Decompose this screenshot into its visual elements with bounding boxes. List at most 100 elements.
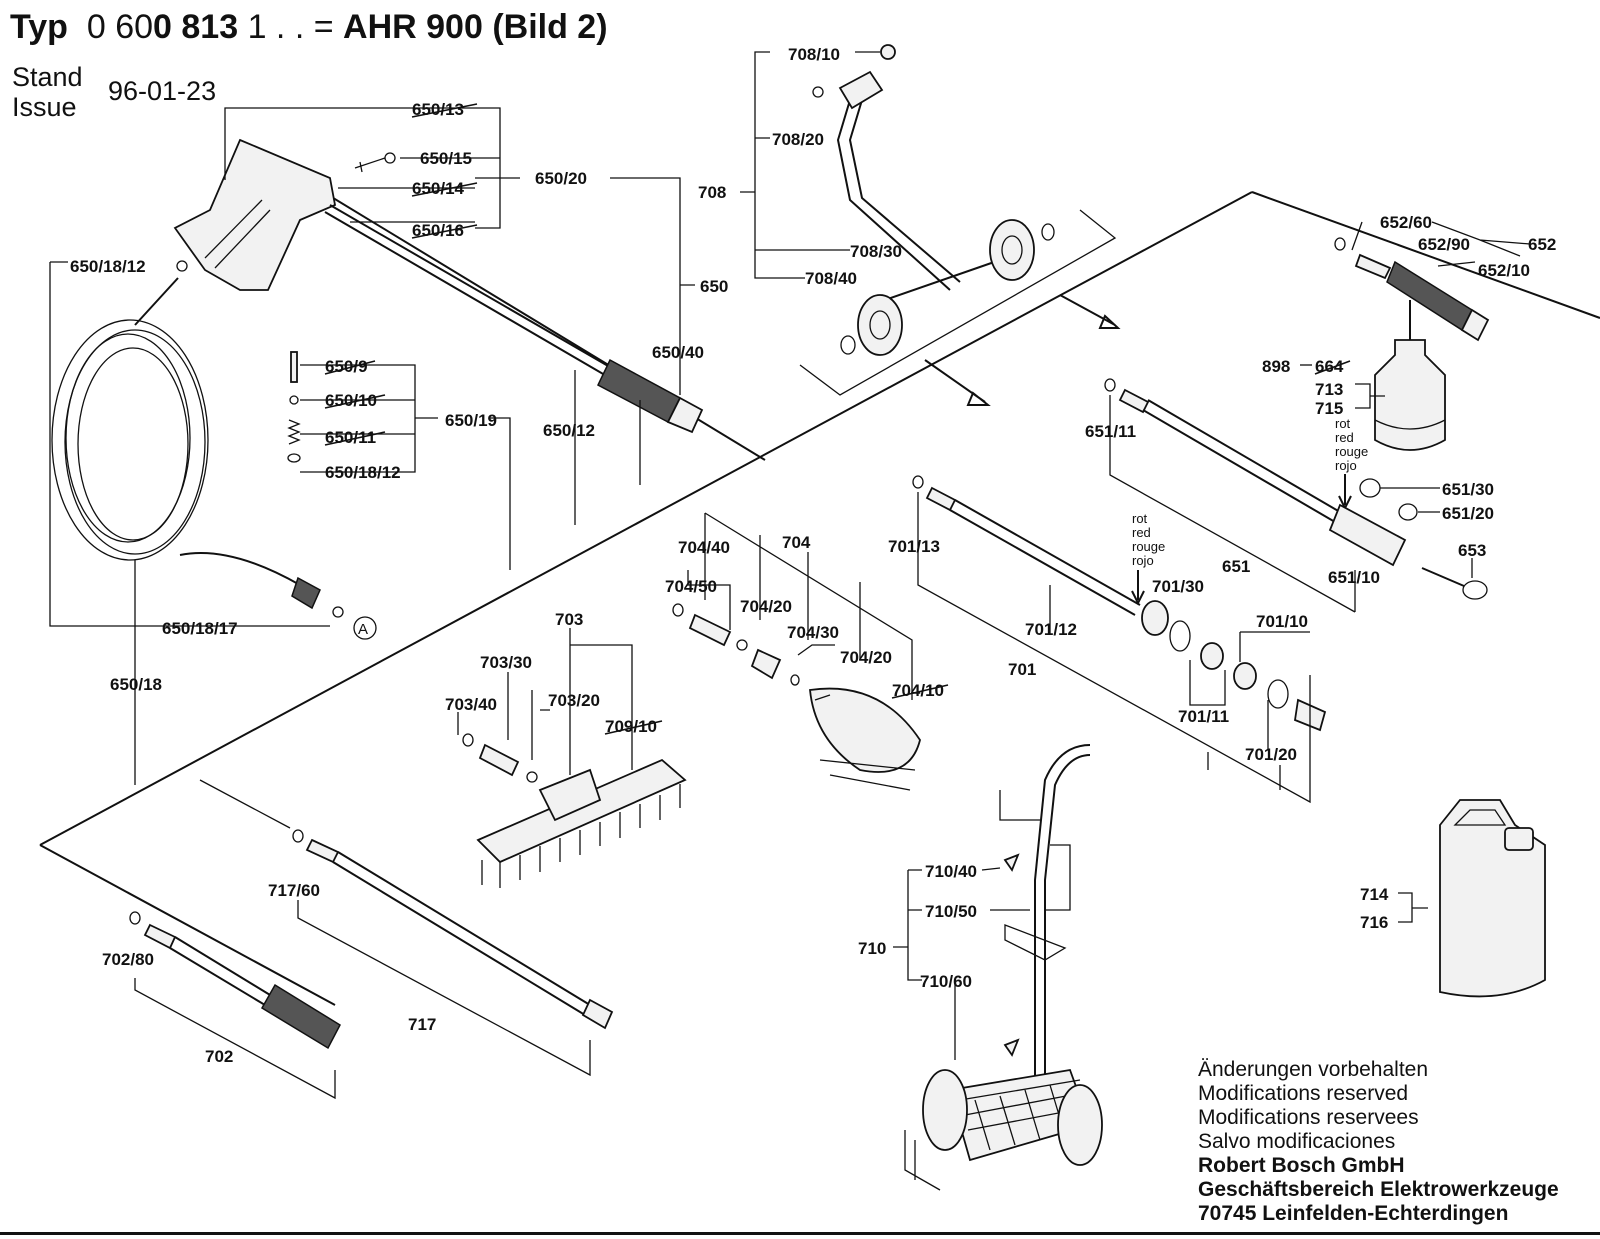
- leader-710: [893, 869, 922, 981]
- label-650-15: 650/15: [420, 149, 472, 168]
- label-710-40: 710/40: [925, 862, 977, 881]
- product-name: AHR 900 (Bild 2): [343, 8, 608, 46]
- spray-lance-rod: [329, 204, 616, 371]
- color-note-2-en: red: [1132, 525, 1151, 540]
- detergent-bottle: [1374, 339, 1446, 451]
- label-701-13: 701/13: [888, 537, 940, 556]
- leader-717: [199, 779, 591, 1077]
- label-704-10: 704/10: [892, 681, 944, 700]
- leader-650-12: [574, 370, 641, 525]
- label-701-10: 701/10: [1256, 612, 1308, 631]
- footer-line-de: Änderungen vorbehalten: [1198, 1058, 1429, 1081]
- spray-gun-trigger: [204, 199, 271, 269]
- brush-bristles: [481, 784, 681, 888]
- canister-cap: [1504, 827, 1534, 851]
- scrub-brush-group: [462, 733, 687, 888]
- pin-650-9: [290, 351, 298, 383]
- leader-703: [457, 628, 633, 775]
- label-650: 650: [700, 277, 728, 296]
- stand-issue: Stand Issue: [12, 62, 83, 122]
- lance-702-rod: [174, 936, 276, 999]
- leader-650-19: [300, 364, 438, 473]
- label-702: 702: [205, 1047, 233, 1066]
- label-704-50: 704/50: [665, 577, 717, 596]
- trolley-group: [904, 744, 1103, 1191]
- spray-gun-handle: [173, 138, 337, 291]
- label-652: 652: [1528, 235, 1556, 254]
- hose-connector: [291, 576, 321, 610]
- label-650-20: 650/20: [535, 169, 587, 188]
- label-710-60: 710/60: [920, 972, 972, 991]
- label-650-12: 650/12: [543, 421, 595, 440]
- footer-company: Robert Bosch GmbH: [1198, 1154, 1405, 1177]
- model-bold: 0 813: [153, 8, 239, 46]
- label-651-10: 651/10: [1328, 568, 1380, 587]
- oring-701: [1169, 620, 1191, 652]
- label-651-20: 651/20: [1442, 504, 1494, 523]
- label-701-11: 701/11: [1178, 707, 1229, 726]
- label-708-40: 708/40: [805, 269, 857, 288]
- label-650-18-17: 650/18/17: [162, 619, 238, 638]
- label-704-40: 704/40: [678, 538, 730, 557]
- label-704-20a: 704/20: [740, 597, 792, 616]
- nozzle-651-10: [1328, 503, 1407, 567]
- leader-701: [917, 492, 1311, 804]
- header: Typ 0 600 813 1 . . = AHR 900 (Bild 2): [10, 8, 608, 47]
- spray-gun-group: [173, 138, 704, 434]
- label-702-80: 702/80: [102, 950, 154, 969]
- label-717: 717: [408, 1015, 436, 1034]
- footer-line-en: Modifications reserved: [1198, 1082, 1409, 1105]
- lance-702-grip: [260, 983, 341, 1050]
- label-650-18: 650/18: [110, 675, 162, 694]
- foam-nozzle-group: [1334, 237, 1490, 451]
- label-898: 898: [1262, 357, 1290, 376]
- leader-714-716: [1398, 892, 1428, 923]
- model-prefix: 0 60: [86, 8, 154, 46]
- brush-head-704: [809, 687, 921, 773]
- color-note-1-fr: rouge: [1335, 444, 1368, 459]
- label-652-60: 652/60: [1380, 213, 1432, 232]
- color-arrow-1: [1338, 474, 1352, 511]
- label-650-10: 650/10: [325, 391, 377, 410]
- oring-701-20: [1267, 679, 1289, 709]
- trolley-wheel-right: [1057, 1084, 1103, 1166]
- lance-717-group: [292, 829, 614, 1030]
- arrow-right-2: [924, 359, 991, 406]
- label-708-30: 708/30: [850, 242, 902, 261]
- label-651-30: 651/30: [1442, 480, 1494, 499]
- label-717-60: 717/60: [268, 881, 320, 900]
- wheel-left: [857, 294, 903, 356]
- oring-651-20: [1398, 503, 1418, 521]
- label-651-11: 651/11: [1085, 422, 1136, 441]
- wheel-kit-frame: [799, 209, 1117, 396]
- leader-651: [1109, 395, 1356, 613]
- label-715: 715: [1315, 399, 1343, 418]
- oring-651-30: [1359, 478, 1381, 498]
- label-703: 703: [555, 610, 583, 629]
- nut-701-30: [1141, 600, 1169, 636]
- color-note-1-de: rot: [1335, 416, 1351, 431]
- issue-label: Issue: [12, 92, 77, 122]
- label-704-20b: 704/20: [840, 648, 892, 667]
- divider-line-main: [39, 191, 1253, 846]
- lance-coupling: [666, 396, 704, 434]
- lance-grip: [597, 358, 681, 424]
- wheel-right: [989, 219, 1035, 281]
- hose-coil: [51, 319, 209, 561]
- clamp-708-10: [838, 70, 884, 110]
- issue-date: 96-01-23: [108, 76, 217, 106]
- label-650-18-12b: 650/18/12: [325, 463, 401, 482]
- trolley-handle: [1034, 744, 1091, 1080]
- arrow-right-1: [1059, 294, 1121, 329]
- divider-line-top: [1251, 191, 1600, 319]
- page-title: Typ 0 600 813 1 . . = AHR 900 (Bild 2): [10, 8, 608, 47]
- nozzle-701-11: [1200, 642, 1224, 670]
- wash-brush-group: [672, 603, 921, 791]
- screw-650-15: [354, 157, 386, 173]
- hose-end-top: [134, 277, 179, 326]
- typ-label: Typ: [10, 8, 68, 46]
- axle: [884, 259, 1001, 301]
- label-704: 704: [782, 533, 811, 552]
- hose-end-bottom: [179, 552, 301, 586]
